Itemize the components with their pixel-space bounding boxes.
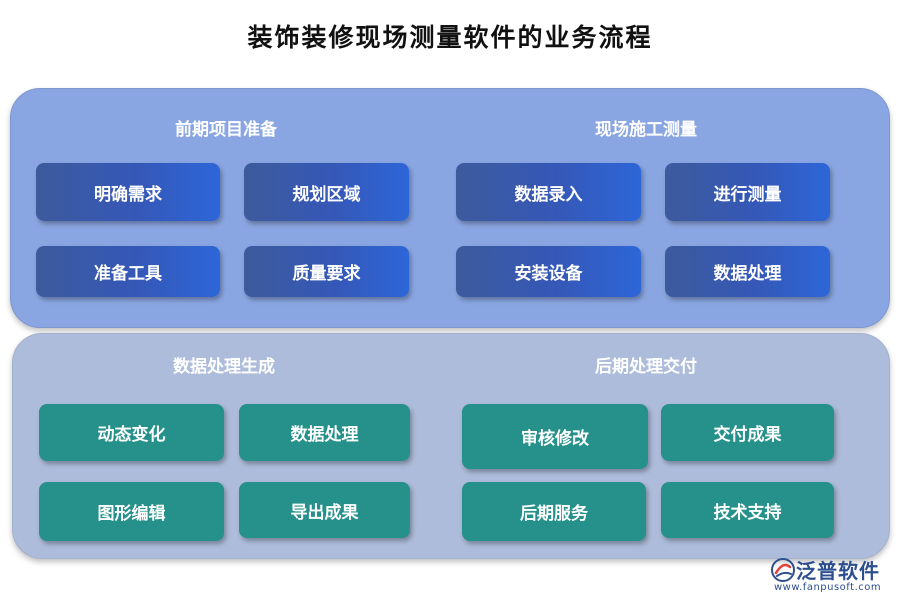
flow-step-deliver-results: 交付成果 — [661, 404, 834, 461]
flow-step-prepare-tools: 准备工具 — [36, 246, 220, 297]
flow-step-dynamic-change: 动态变化 — [39, 404, 224, 461]
flow-step-data-entry: 数据录入 — [456, 163, 641, 221]
flow-step-install-equipment: 安装设备 — [456, 246, 641, 297]
flow-step-quality-requirements: 质量要求 — [244, 246, 409, 297]
flow-step-data-processing-2: 数据处理 — [239, 404, 410, 461]
brand-name: 泛普软件 — [796, 559, 880, 583]
flow-step-tech-support: 技术支持 — [661, 482, 834, 538]
flow-step-review-revise: 审核修改 — [462, 404, 648, 469]
brand-logo: 泛普软件 www.fanpusoft.com — [770, 555, 895, 597]
flow-step-export-results: 导出成果 — [239, 482, 410, 538]
fanpu-logo-icon — [771, 558, 795, 582]
section-title-delivery: 后期处理交付 — [595, 357, 697, 377]
section-title-data-generation: 数据处理生成 — [173, 357, 275, 377]
flow-step-graphic-editing: 图形编辑 — [39, 482, 224, 541]
brand-url: www.fanpusoft.com — [774, 582, 882, 593]
section-title-onsite-measurement: 现场施工测量 — [595, 120, 697, 140]
flow-step-data-processing-1: 数据处理 — [665, 246, 830, 297]
section-title-preparation: 前期项目准备 — [175, 120, 277, 140]
page-title: 装饰装修现场测量软件的业务流程 — [247, 23, 653, 52]
flow-step-measure: 进行测量 — [665, 163, 830, 221]
flow-step-plan-area: 规划区域 — [244, 163, 409, 221]
flow-step-after-service: 后期服务 — [462, 482, 646, 541]
flow-step-clarify-needs: 明确需求 — [36, 163, 220, 221]
